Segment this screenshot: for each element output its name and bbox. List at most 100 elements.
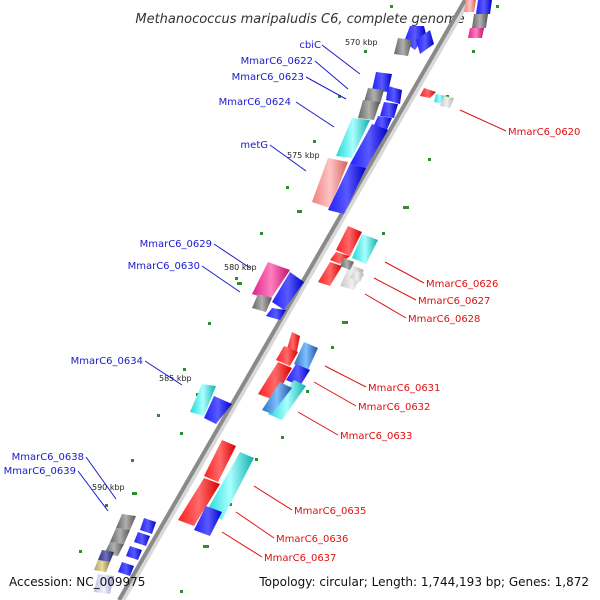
callout-line	[305, 76, 347, 100]
genome-backbone-shadow	[119, 0, 471, 600]
callout-line	[235, 511, 275, 539]
gene-feature	[312, 158, 348, 208]
map-title: Methanococcus maripaludis C6, complete g…	[135, 12, 464, 27]
gene-label-mmarc6-0636[interactable]: MmarC6_0636	[276, 534, 348, 545]
callout-line	[77, 470, 109, 512]
gene-feature	[206, 452, 254, 520]
genome-backbone	[117, 0, 467, 600]
gene-feature	[294, 342, 318, 370]
gene-label-mmarc6-0623[interactable]: MmarC6_0623	[232, 72, 304, 83]
gene-label-mmarc6-0631[interactable]: MmarC6_0631	[368, 383, 440, 394]
callout-line	[313, 381, 357, 407]
gene-label-mmarc6-0624[interactable]: MmarC6_0624	[219, 97, 291, 108]
tick-575: 575 kbp	[287, 151, 320, 160]
gene-feature	[476, 0, 492, 14]
labels-left: cbiC MmarC6_0622 MmarC6_0623 MmarC6_0624…	[4, 40, 321, 477]
gene-feature	[204, 440, 236, 482]
gene-feature	[134, 532, 150, 546]
gene-feature	[440, 96, 454, 108]
gene-label-mmarc6-0629[interactable]: MmarC6_0629	[140, 239, 212, 250]
callout-line	[321, 44, 361, 75]
gene-feature	[204, 396, 232, 424]
gene-feature	[272, 272, 304, 310]
gene-feature	[252, 262, 290, 300]
gene-feature	[330, 252, 350, 264]
gene-label-mmarc6-0626[interactable]: MmarC6_0626	[426, 279, 498, 290]
labels-right: MmarC6_0620 MmarC6_0626 MmarC6_0627 Mmar…	[264, 127, 580, 564]
gene-feature	[464, 0, 476, 12]
gene-feature	[126, 546, 142, 560]
gene-feature	[318, 262, 342, 286]
gene-feature	[94, 560, 110, 572]
dots-left	[79, 5, 393, 553]
callout-line	[459, 109, 507, 132]
gene-feature	[94, 574, 114, 594]
gene-feature	[336, 226, 362, 256]
gene-feature	[286, 364, 310, 386]
callout-line	[297, 411, 339, 436]
tick-570: 570 kbp	[345, 38, 378, 47]
genes-left	[94, 0, 492, 594]
gene-label-mmarc6-0633[interactable]: MmarC6_0633	[340, 431, 412, 442]
gene-feature	[358, 100, 380, 120]
gene-feature	[350, 270, 364, 282]
gene-feature	[118, 562, 134, 576]
gene-feature	[194, 506, 222, 536]
gene-feature	[266, 308, 286, 320]
callouts-left	[77, 44, 361, 512]
accession-text: Accession: NC_009975	[9, 575, 146, 589]
gene-label-mmarc6-0628[interactable]: MmarC6_0628	[408, 314, 480, 325]
gene-feature	[140, 518, 156, 534]
gene-feature	[262, 382, 292, 414]
callout-line	[373, 277, 417, 301]
topology-text: Topology: circular; Length: 1,744,193 bp…	[259, 575, 589, 589]
gene-label-mmarc6-0635[interactable]: MmarC6_0635	[294, 506, 366, 517]
gene-feature	[372, 72, 392, 92]
gene-label-cbic[interactable]: cbiC	[299, 40, 321, 51]
callout-line	[324, 365, 367, 388]
gene-label-mmarc6-0622[interactable]: MmarC6_0622	[241, 56, 313, 67]
gene-feature	[350, 124, 388, 168]
gene-label-mmarc6-0632[interactable]: MmarC6_0632	[358, 402, 430, 413]
gene-feature	[258, 362, 292, 400]
gene-feature	[336, 118, 370, 158]
callout-line	[221, 531, 263, 558]
gene-label-mmarc6-0630[interactable]: MmarC6_0630	[128, 261, 200, 272]
gene-feature	[472, 14, 488, 28]
callout-line	[269, 144, 307, 172]
callout-line	[253, 485, 293, 511]
gene-feature	[190, 384, 216, 416]
gene-label-mmarc6-0634[interactable]: MmarC6_0634	[71, 356, 143, 367]
callout-line	[384, 261, 425, 284]
gene-label-mmarc6-0638[interactable]: MmarC6_0638	[12, 452, 84, 463]
gene-feature	[98, 550, 114, 562]
gene-feature	[252, 294, 272, 312]
callout-line	[201, 265, 241, 293]
gene-label-mmarc6-0639[interactable]: MmarC6_0639	[4, 466, 76, 477]
gene-feature	[386, 86, 402, 104]
genes-right	[178, 88, 454, 536]
gene-feature	[340, 258, 354, 270]
tick-580: 580 kbp	[224, 263, 257, 272]
gene-feature	[328, 164, 366, 214]
callout-line	[144, 360, 183, 386]
tick-585: 585 kbp	[159, 374, 192, 383]
gene-feature	[416, 30, 434, 54]
gene-feature	[380, 102, 398, 118]
callout-line	[213, 243, 251, 269]
gene-feature	[116, 514, 136, 530]
gene-feature	[352, 234, 378, 264]
dots-right	[180, 5, 499, 593]
gene-feature	[468, 28, 484, 38]
callout-line	[364, 293, 407, 319]
gene-feature	[276, 346, 298, 366]
gene-feature	[268, 380, 306, 420]
callouts-right	[221, 109, 507, 558]
gene-label-mmarc6-0620[interactable]: MmarC6_0620	[508, 127, 580, 138]
gene-label-mmarc6-0627[interactable]: MmarC6_0627	[418, 296, 490, 307]
gene-feature	[420, 88, 436, 98]
gene-label-metg[interactable]: metG	[240, 140, 268, 151]
gene-label-mmarc6-0637[interactable]: MmarC6_0637	[264, 553, 336, 564]
gene-feature	[110, 528, 130, 544]
